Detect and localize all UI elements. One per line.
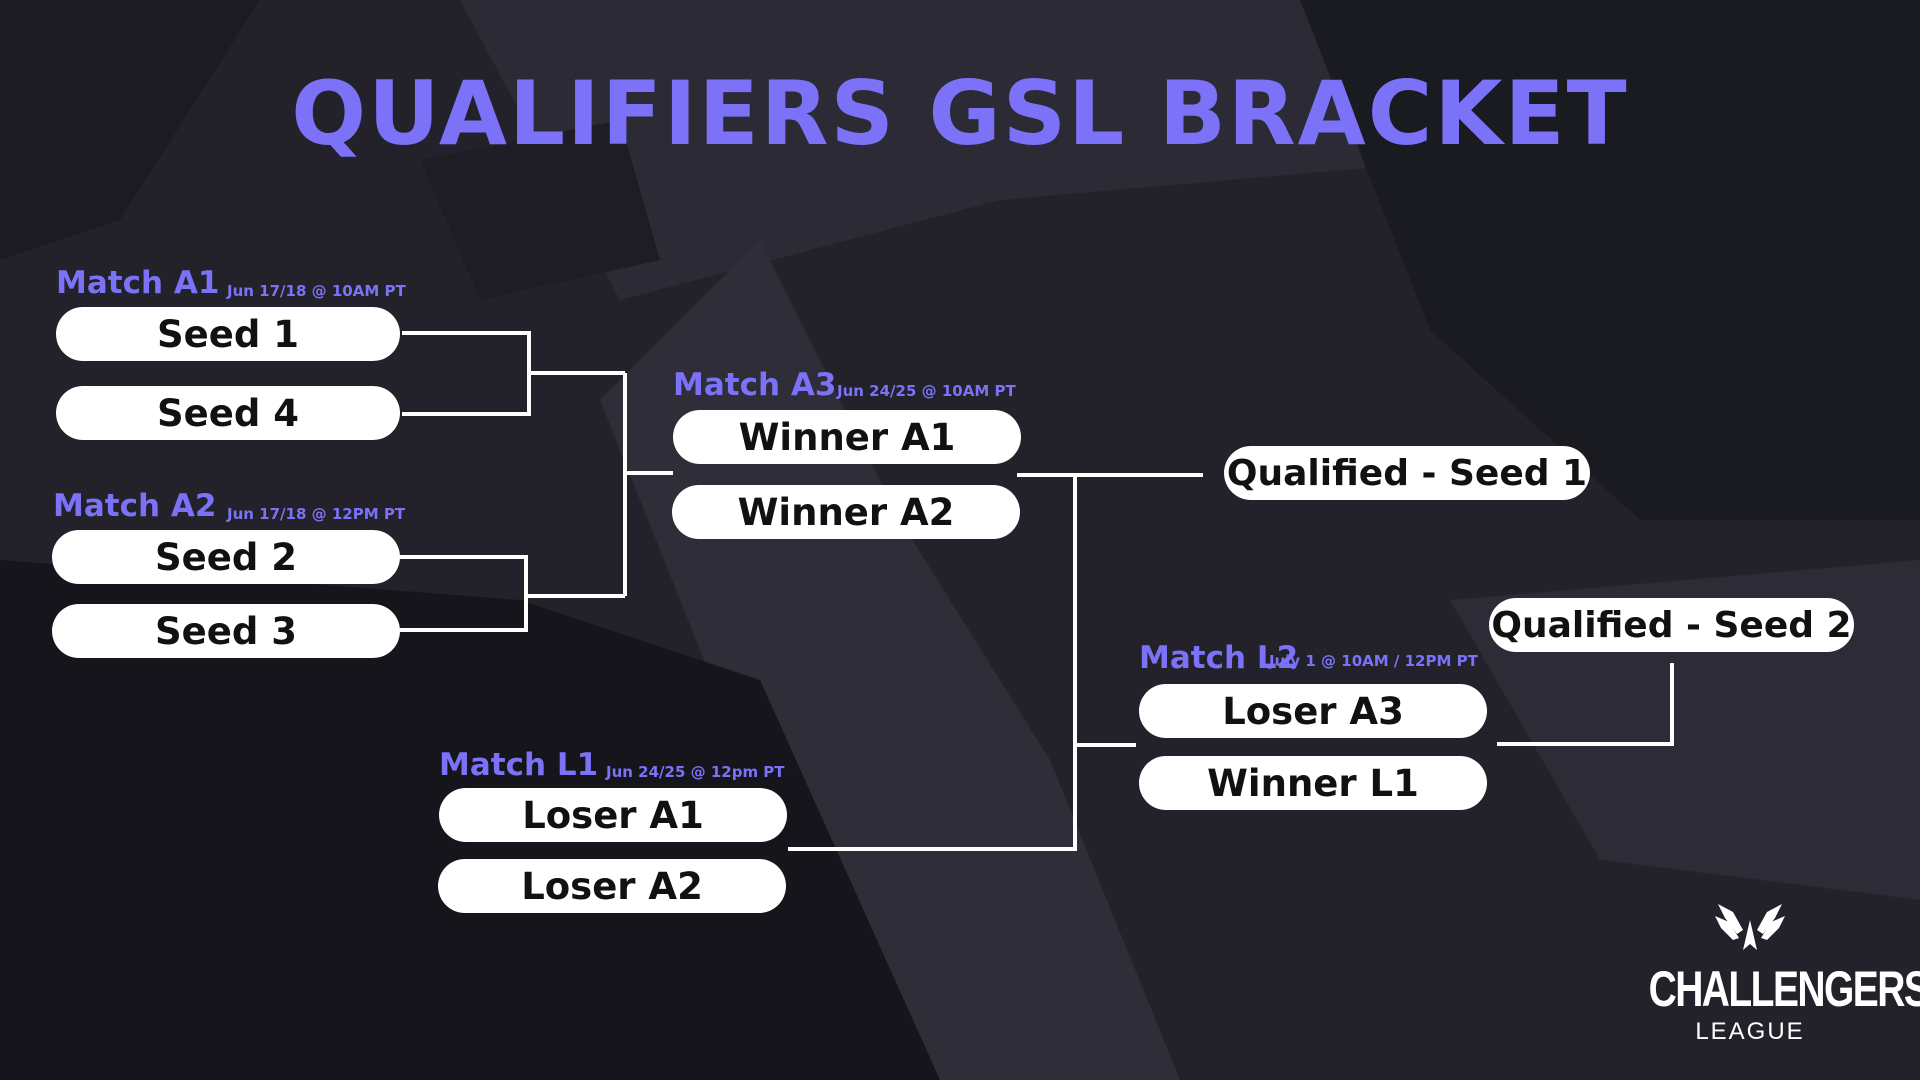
match-a3-date: Jun 24/25 @ 10AM PT bbox=[837, 382, 1016, 400]
match-a3-slot-1[interactable]: Winner A1 bbox=[673, 410, 1021, 464]
match-l2-date: July 1 @ 10AM / 12PM PT bbox=[1269, 652, 1478, 670]
match-a3-slot-2[interactable]: Winner A2 bbox=[672, 485, 1020, 539]
match-a2-slot-2[interactable]: Seed 3 bbox=[52, 604, 400, 658]
match-l1-date: Jun 24/25 @ 12pm PT bbox=[606, 763, 785, 781]
match-a1-slot-2[interactable]: Seed 4 bbox=[56, 386, 400, 440]
match-l1-slot-1[interactable]: Loser A1 bbox=[439, 788, 787, 842]
match-a1-date: Jun 17/18 @ 10AM PT bbox=[227, 282, 406, 300]
match-l2-slot-2[interactable]: Winner L1 bbox=[1139, 756, 1487, 810]
logo-subtitle: LEAGUE bbox=[1695, 1018, 1805, 1045]
match-a1-label: Match A1 bbox=[56, 265, 220, 301]
qualified-seed-2[interactable]: Qualified - Seed 2 bbox=[1489, 598, 1854, 652]
match-a2-slot-1[interactable]: Seed 2 bbox=[52, 530, 400, 584]
match-a2-label: Match A2 bbox=[53, 488, 217, 524]
qualified-seed-1[interactable]: Qualified - Seed 1 bbox=[1224, 446, 1590, 500]
logo-wordmark: CHALLENGERS bbox=[1648, 961, 1920, 1017]
match-l2-slot-1[interactable]: Loser A3 bbox=[1139, 684, 1487, 738]
challengers-league-logo: CHALLENGERS LEAGUE bbox=[1620, 900, 1920, 1050]
winged-crest-icon bbox=[1715, 904, 1785, 950]
match-a2-date: Jun 17/18 @ 12PM PT bbox=[227, 505, 406, 523]
match-a1-slot-1[interactable]: Seed 1 bbox=[56, 307, 400, 361]
match-a3-label: Match A3 bbox=[673, 367, 837, 403]
match-l1-slot-2[interactable]: Loser A2 bbox=[438, 859, 786, 913]
page-title: QUALIFIERS GSL BRACKET bbox=[291, 62, 1629, 165]
match-l1-label: Match L1 bbox=[439, 747, 599, 783]
match-l2-label: Match L2 bbox=[1139, 640, 1299, 676]
